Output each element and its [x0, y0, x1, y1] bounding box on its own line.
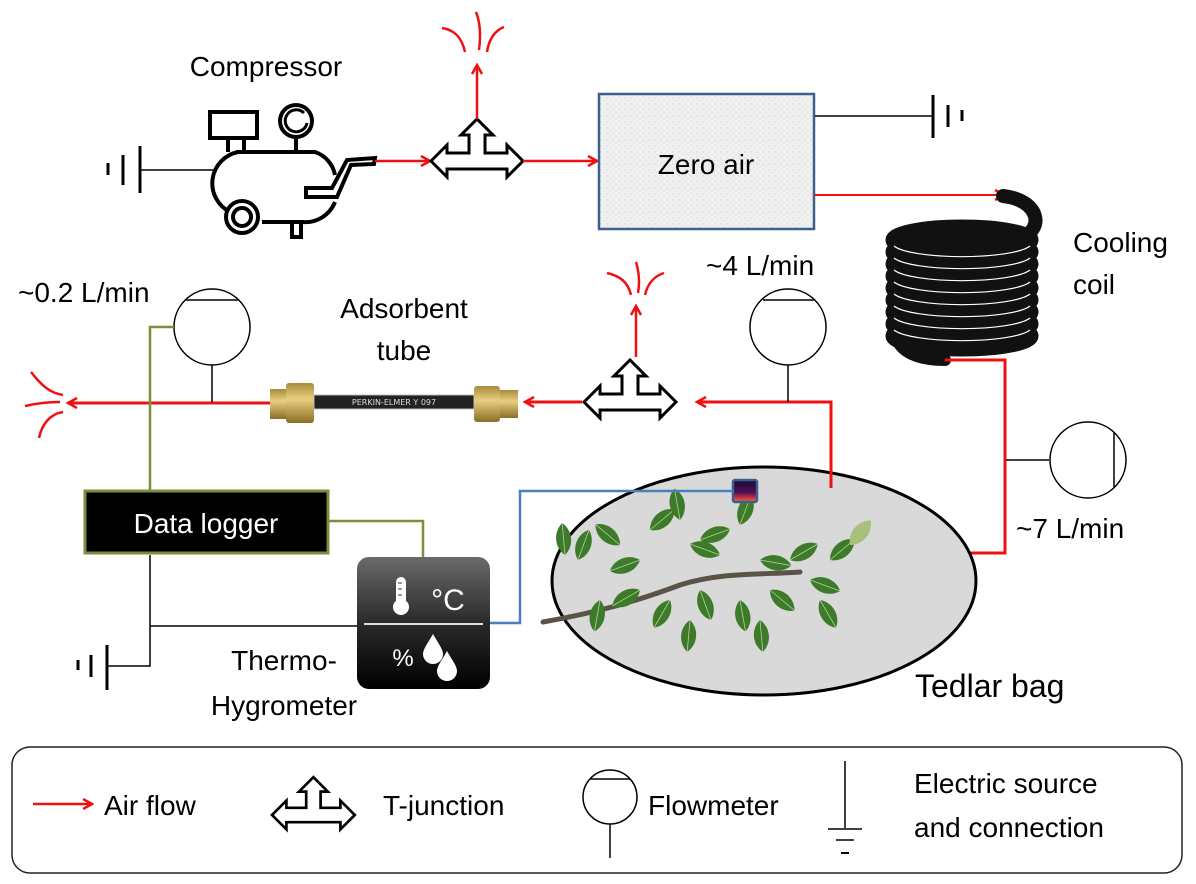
tedlar-bag-label: Tedlar bag — [915, 668, 1064, 704]
sensor-cable — [490, 489, 733, 625]
legend-flowmeter-label: Flowmeter — [648, 790, 779, 821]
humidity-drops-icon — [423, 634, 457, 681]
adsorbent-tube-print: PERKIN-ELMER Y 097 — [352, 398, 436, 407]
legend-item-t-junction: T-junction — [270, 775, 504, 831]
thermo-hygrometer-label-2: Hygrometer — [211, 690, 357, 721]
t-junction-middle — [582, 358, 678, 420]
air-flow-line — [697, 402, 833, 488]
legend: Air flow T-junction Flowmeter Electric s… — [11, 746, 1183, 874]
thermo-hygrometer-label-1: Thermo- — [231, 645, 337, 676]
zero-air-generator: Zero air — [597, 92, 816, 231]
electric-ground-icon — [828, 761, 862, 854]
adsorbent-tube-label-2: tube — [377, 335, 432, 366]
flowmeter-bag-inlet-rate: ~7 L/min — [1016, 513, 1124, 544]
temperature-unit: °C — [431, 584, 465, 617]
thermo-hygrometer: °C % — [357, 557, 490, 689]
flowmeter-bag-outlet — [749, 288, 827, 402]
compressor: Compressor — [106, 51, 378, 239]
cooling-coil-icon — [885, 189, 1043, 366]
legend-electric-label-2: and connection — [914, 812, 1104, 843]
adsorbent-tube-label-1: Adsorbent — [340, 293, 468, 324]
signal-wires — [148, 325, 425, 558]
legend-item-electric: Electric source and connection — [828, 761, 1104, 854]
zero-air-label: Zero air — [658, 149, 754, 180]
flowmeter-sampling — [173, 288, 251, 402]
vent-exhaust-icon — [606, 261, 665, 296]
legend-t-junction-label: T-junction — [383, 790, 504, 821]
legend-item-air-flow: Air flow — [33, 790, 197, 821]
temperature-humidity-sensor-probe — [731, 478, 759, 504]
adsorbent-tube-image: PERKIN-ELMER Y 097 — [270, 383, 518, 423]
data-logger: Data logger — [83, 489, 330, 555]
vent-exhaust-icon — [441, 11, 505, 53]
thermometer-icon — [393, 577, 409, 615]
plant-branch-image — [540, 486, 871, 653]
compressor-icon — [208, 103, 378, 239]
cooling-coil-label-2: coil — [1073, 269, 1115, 300]
flowmeter-bag-outlet-rate: ~4 L/min — [706, 250, 814, 281]
flowmeter-sampling-rate: ~0.2 L/min — [18, 277, 150, 308]
compressor-electric-source — [106, 146, 213, 193]
compressor-label: Compressor — [190, 51, 342, 82]
zero-air-electric-source — [815, 95, 964, 138]
outlet-exhaust-icon — [24, 371, 64, 439]
logger-electric-wiring — [76, 555, 358, 690]
humidity-unit: % — [392, 645, 413, 672]
t-junction-top — [429, 117, 525, 179]
legend-item-flowmeter: Flowmeter — [582, 769, 779, 858]
flowmeter-bag-inlet — [1006, 421, 1127, 499]
tedlar-bag — [540, 465, 978, 697]
legend-air-flow-label: Air flow — [104, 790, 197, 821]
data-logger-label: Data logger — [134, 508, 279, 539]
legend-electric-label-1: Electric source — [914, 768, 1098, 799]
flowmeter-icon — [582, 769, 638, 858]
cooling-coil-label-1: Cooling — [1073, 227, 1168, 258]
